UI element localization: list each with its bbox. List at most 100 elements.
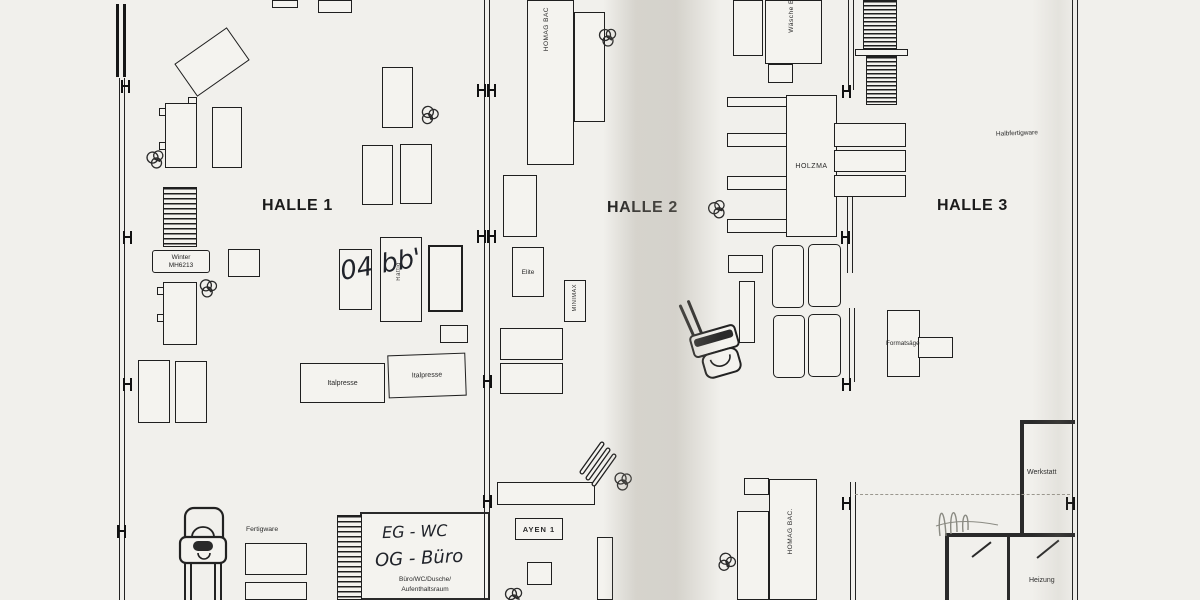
machine-formatsaege-body bbox=[887, 310, 920, 377]
machine-rect bbox=[727, 133, 787, 147]
machine-italpresse-2-label: Italpresse bbox=[411, 371, 443, 380]
machine-rect bbox=[744, 478, 769, 495]
scribble-doodle-icon bbox=[609, 468, 637, 496]
machine-minimax-label: MINIMAX bbox=[572, 284, 578, 312]
scribble-doodle-icon bbox=[596, 26, 620, 50]
machine-ayen: AYEN 1 bbox=[515, 518, 563, 540]
scribble-doodle-icon bbox=[413, 100, 446, 133]
machine-rect bbox=[157, 314, 164, 322]
machine-homag-top: HOMAG BAC bbox=[527, 0, 574, 165]
door-marker bbox=[117, 525, 126, 538]
machine-homag-top-label: HOMAG BAC bbox=[543, 7, 550, 52]
machine-rect bbox=[737, 511, 769, 600]
room-wall bbox=[1020, 420, 1075, 424]
machine-winter-label-2: MH6213 bbox=[168, 262, 194, 269]
machine-rect bbox=[497, 482, 595, 505]
hatched-stairs bbox=[863, 0, 897, 49]
wall bbox=[116, 4, 126, 77]
machine-rect bbox=[138, 360, 170, 423]
room-werkstatt-label: Werkstatt bbox=[1027, 469, 1057, 476]
machine-rect bbox=[772, 245, 804, 308]
wall bbox=[484, 0, 490, 600]
wall bbox=[848, 0, 854, 90]
door-marker bbox=[483, 375, 492, 388]
room-buero: EG - WC OG - Büro Büro/WC/Dusche/ Aufent… bbox=[360, 512, 490, 600]
room-buero-label-2: Aufenthaltsraum bbox=[401, 586, 449, 593]
machine-rect bbox=[245, 543, 307, 575]
door-marker bbox=[477, 230, 486, 243]
machine-formatsaege-label: Formatsäge bbox=[886, 340, 920, 347]
machine-ayen-label: AYEN 1 bbox=[522, 524, 556, 534]
machine-rect bbox=[362, 145, 393, 205]
room-waesche-buero-label: Wäsche Bü bbox=[788, 0, 795, 33]
forklift-icon bbox=[676, 288, 753, 384]
machine-rect bbox=[739, 281, 755, 343]
machine-rect bbox=[728, 255, 763, 273]
door-marker bbox=[842, 378, 851, 391]
machine-rect bbox=[768, 64, 793, 83]
machine-rect bbox=[163, 282, 197, 345]
door-marker bbox=[1066, 497, 1075, 510]
wall bbox=[850, 482, 856, 600]
machine-rect bbox=[165, 103, 197, 168]
machine-homag-bottom-label: HOMAG BAC. bbox=[787, 508, 794, 555]
handwritten-eg-wc: EG - WC bbox=[381, 520, 448, 543]
machine-elite-label: Elite bbox=[521, 268, 535, 276]
machine-rect bbox=[503, 175, 537, 237]
machine-rect bbox=[727, 176, 787, 190]
machine-rect bbox=[597, 537, 613, 600]
machine-rect bbox=[733, 0, 763, 56]
scribble-doodle-icon bbox=[703, 195, 734, 226]
machine-rect bbox=[212, 107, 242, 168]
wall bbox=[849, 308, 855, 382]
machine-italpresse-1-label: Italpresse bbox=[327, 379, 358, 387]
door-swing bbox=[971, 541, 992, 558]
room-wall bbox=[1007, 536, 1010, 600]
machine-rect bbox=[808, 244, 841, 307]
handwritten-og-buero: OG - Büro bbox=[374, 545, 464, 572]
machine-rect bbox=[400, 144, 432, 204]
machine-italpresse-1: Italpresse bbox=[300, 363, 385, 403]
hatched-stairs bbox=[337, 515, 362, 600]
machine-rect bbox=[159, 142, 166, 150]
machine-rect bbox=[855, 49, 908, 56]
room-wall bbox=[945, 533, 949, 600]
wall bbox=[1072, 0, 1078, 600]
machine-rect bbox=[272, 0, 298, 8]
machine-rect bbox=[500, 328, 563, 360]
door-marker bbox=[487, 230, 496, 243]
room-wall bbox=[945, 533, 1075, 537]
machine-press-small: Rättig bbox=[380, 237, 422, 322]
machine-rect bbox=[228, 249, 260, 277]
door-marker bbox=[842, 497, 851, 510]
machine-rect bbox=[727, 219, 787, 233]
scribble-doodle-icon bbox=[502, 585, 526, 600]
machine-holzma-label: HOLZMA bbox=[795, 162, 828, 170]
room-waesche-buero: Wäsche Bü bbox=[765, 0, 822, 64]
hall-3-title: HALLE 3 bbox=[937, 197, 1008, 214]
hall-2-title: HALLE 2 bbox=[607, 199, 678, 216]
machine-holzma: HOLZMA bbox=[786, 95, 837, 237]
forklift-icon bbox=[176, 505, 230, 600]
machine-rect bbox=[318, 0, 352, 13]
hall-1-title: HALLE 1 bbox=[262, 197, 333, 214]
machine-winter-label-1: Winter bbox=[171, 254, 191, 261]
machine-rect bbox=[339, 249, 372, 310]
machine-winter: Winter MH6213 bbox=[152, 250, 210, 273]
door-marker bbox=[123, 231, 132, 244]
hatched-stairs bbox=[163, 187, 197, 247]
machine-rect bbox=[382, 67, 413, 128]
machine-italpresse-2: Italpresse bbox=[387, 352, 467, 399]
door-marker bbox=[123, 378, 132, 391]
machine-rect bbox=[428, 245, 463, 312]
storage-halbfertigware-label: Halbfertigware bbox=[995, 129, 1039, 138]
machine-rect bbox=[500, 363, 563, 394]
room-buero-label-1: Büro/WC/Dusche/ bbox=[398, 576, 452, 583]
skid-marks-icon bbox=[576, 440, 620, 488]
hatched-stairs bbox=[866, 56, 897, 105]
machine-rect bbox=[175, 361, 207, 423]
machine-rect bbox=[527, 562, 552, 585]
door-marker bbox=[487, 84, 496, 97]
door-marker bbox=[842, 85, 851, 98]
